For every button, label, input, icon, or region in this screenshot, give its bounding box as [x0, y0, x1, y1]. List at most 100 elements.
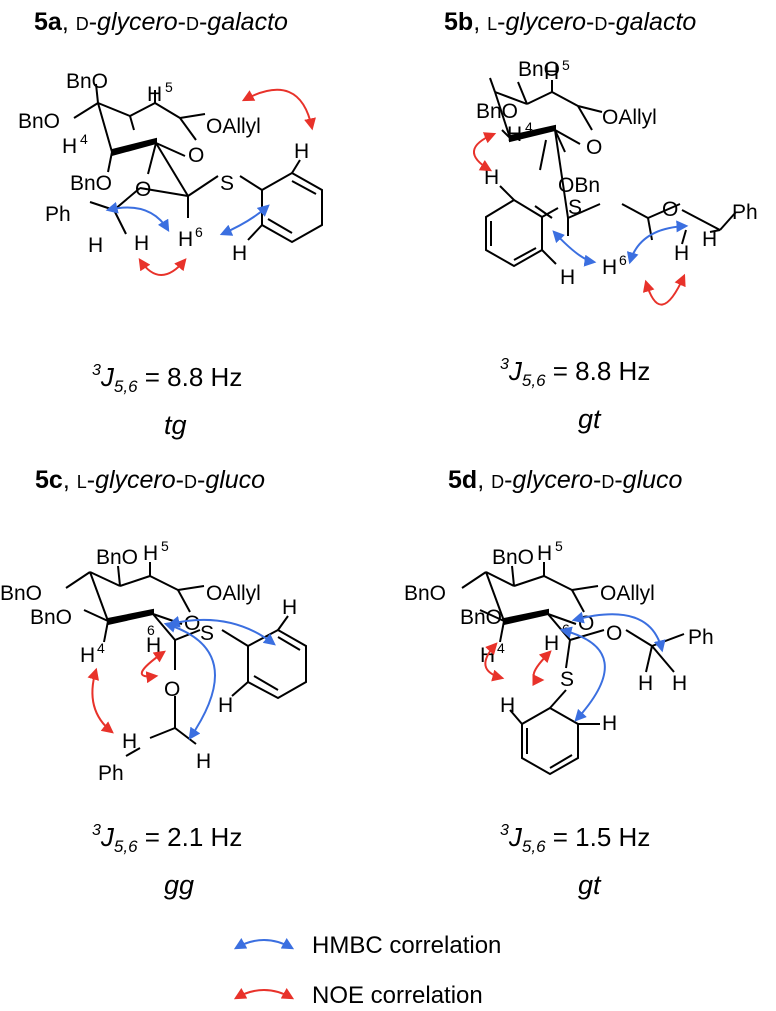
- panel-5a-conformation: tg: [164, 410, 187, 440]
- noe-arrow: [141, 650, 166, 684]
- svg-text:H: H: [602, 712, 617, 735]
- svg-text:Ph: Ph: [98, 762, 124, 785]
- legend-hmbc-label: HMBC correlation: [312, 932, 502, 959]
- legend-arrows: [233, 938, 295, 1000]
- svg-text:H: H: [62, 135, 77, 158]
- hmbc-arrow: [571, 611, 666, 653]
- svg-text:H: H: [544, 61, 559, 84]
- panel-5c-conformation: gg: [164, 870, 195, 900]
- svg-text:BnO: BnO: [18, 110, 60, 133]
- svg-text:H: H: [282, 596, 297, 619]
- panel-5c-coupling: 3J5,6 = 2.1 Hz: [92, 822, 243, 856]
- panel-5a-coupling: 3J5,6 = 8.8 Hz: [92, 362, 243, 396]
- svg-text:H: H: [232, 242, 247, 265]
- svg-text:H: H: [218, 694, 233, 717]
- svg-text:S: S: [560, 668, 574, 691]
- svg-text:OAllyl: OAllyl: [206, 582, 261, 605]
- svg-text:5: 5: [161, 538, 169, 554]
- svg-text:BnO: BnO: [96, 546, 138, 569]
- svg-text:S: S: [200, 622, 214, 645]
- svg-text:H: H: [602, 256, 617, 279]
- panel-5b-title: 5b, L-glycero-D-galacto: [444, 8, 697, 36]
- hmbc-arrow: [219, 204, 270, 236]
- panel-5c-title: 5c, L-glycero-D-gluco: [35, 466, 266, 494]
- svg-text:Ph: Ph: [688, 626, 714, 649]
- panel-5b-coupling: 3J5,6 = 8.8 Hz: [500, 356, 651, 390]
- svg-text:H: H: [134, 232, 149, 255]
- svg-text:6: 6: [619, 252, 627, 268]
- svg-text:4: 4: [497, 640, 505, 656]
- svg-text:H: H: [147, 83, 162, 106]
- noe-arrow: [241, 88, 316, 131]
- panel-5d-conformation: gt: [578, 870, 601, 900]
- noe-arrow: [642, 273, 686, 306]
- svg-text:H: H: [560, 266, 575, 289]
- svg-text:O: O: [586, 136, 602, 159]
- svg-text:Ph: Ph: [732, 201, 758, 224]
- svg-text:BnO: BnO: [30, 606, 72, 629]
- panel-5d-title: 5d, D-glycero-D-gluco: [448, 466, 683, 494]
- svg-text:H: H: [544, 632, 559, 655]
- panel-5d-coupling: 3J5,6 = 1.5 Hz: [500, 822, 651, 856]
- svg-text:H: H: [484, 166, 499, 189]
- svg-text:6: 6: [147, 622, 155, 638]
- svg-text:H: H: [638, 672, 653, 695]
- svg-text:5: 5: [555, 538, 563, 554]
- svg-text:H: H: [294, 140, 309, 163]
- legend-noe-label: NOE correlation: [312, 982, 483, 1009]
- svg-text:BnO: BnO: [70, 172, 112, 195]
- hmbc-legend-arrow: [233, 938, 295, 950]
- svg-text:BnO: BnO: [476, 100, 518, 123]
- hmbc-arrow: [552, 230, 597, 267]
- svg-text:H: H: [672, 672, 687, 695]
- hmbc-arrow: [163, 621, 216, 740]
- svg-text:BnO: BnO: [460, 606, 502, 629]
- svg-text:S: S: [220, 172, 234, 195]
- svg-text:BnO: BnO: [66, 70, 108, 93]
- noe-legend-arrow: [233, 988, 295, 1000]
- svg-text:O: O: [662, 198, 678, 221]
- svg-text:H: H: [122, 730, 137, 753]
- svg-text:OAllyl: OAllyl: [206, 115, 261, 138]
- svg-text:5: 5: [165, 79, 173, 95]
- svg-text:H: H: [143, 542, 158, 565]
- svg-text:H: H: [178, 228, 193, 251]
- svg-text:BnO: BnO: [492, 546, 534, 569]
- hmbc-arrow: [626, 220, 689, 265]
- svg-text:Ph: Ph: [45, 203, 71, 226]
- noe-arrow: [87, 667, 114, 734]
- noe-arrow: [473, 132, 497, 172]
- svg-text:H: H: [500, 694, 515, 717]
- svg-text:H: H: [702, 228, 717, 251]
- svg-text:BnO: BnO: [0, 582, 42, 605]
- panel-5b-conformation: gt: [578, 404, 601, 434]
- svg-text:5: 5: [562, 57, 570, 73]
- svg-text:H: H: [537, 542, 552, 565]
- svg-text:H: H: [88, 234, 103, 257]
- svg-text:4: 4: [80, 131, 88, 147]
- svg-text:O: O: [188, 144, 204, 167]
- svg-text:6: 6: [195, 224, 203, 240]
- noe-arrow: [484, 642, 505, 682]
- svg-text:H: H: [507, 123, 522, 146]
- noe-arrow: [138, 258, 187, 276]
- svg-text:OBn: OBn: [558, 174, 600, 197]
- svg-text:BnO: BnO: [518, 58, 560, 81]
- hmbc-arrow: [559, 626, 606, 722]
- svg-text:O: O: [164, 678, 180, 701]
- svg-text:OAllyl: OAllyl: [600, 582, 655, 605]
- noe-arrow: [532, 650, 552, 686]
- svg-text:S: S: [568, 196, 582, 219]
- svg-text:4: 4: [525, 119, 533, 135]
- hmbc-arrow: [105, 201, 170, 233]
- svg-text:H: H: [196, 750, 211, 773]
- svg-text:O: O: [135, 178, 151, 201]
- svg-text:BnO: BnO: [404, 582, 446, 605]
- svg-text:OAllyl: OAllyl: [602, 106, 657, 129]
- svg-text:O: O: [606, 622, 622, 645]
- svg-text:4: 4: [97, 640, 105, 656]
